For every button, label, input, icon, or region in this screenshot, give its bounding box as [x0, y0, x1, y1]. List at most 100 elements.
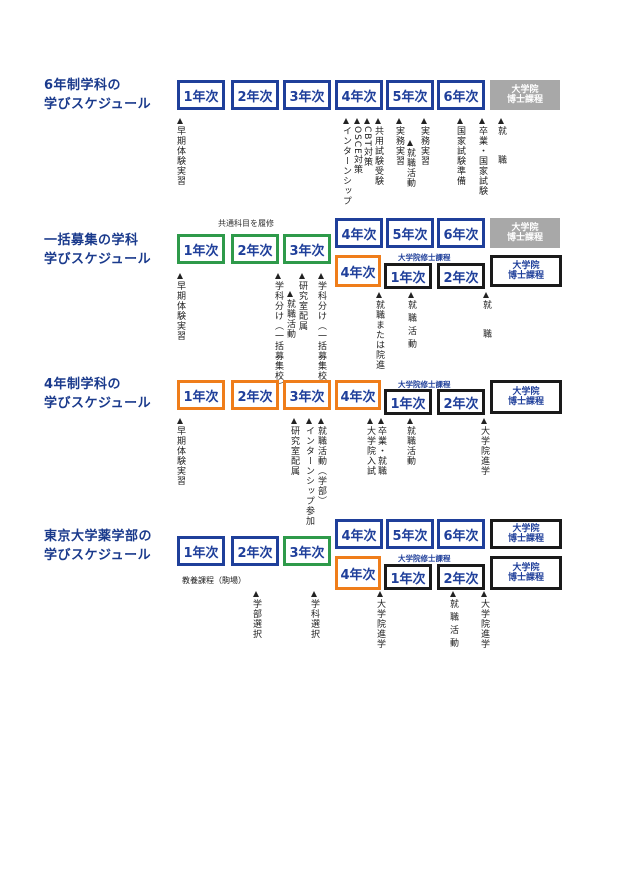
- note-text: 共用試験受験: [373, 126, 383, 186]
- arrow-icon: [177, 418, 183, 424]
- master-course-header: 大学院修士課程: [398, 380, 451, 389]
- arrow-icon: [408, 292, 414, 298]
- arrow-icon: [407, 140, 413, 146]
- arrow-icon: [481, 418, 487, 424]
- section-title: 6年制学科の 学びスケジュール: [44, 78, 152, 112]
- year-box: 4年次: [335, 556, 381, 590]
- note-text: 就職または院進: [374, 300, 384, 370]
- note-text: 大学院入試: [365, 426, 375, 476]
- year-box: 2年次: [231, 380, 279, 410]
- arrow-icon: [481, 591, 487, 597]
- arrow-icon: [457, 118, 463, 124]
- year-box: 3年次: [283, 80, 331, 110]
- note-text: 大学院進学: [375, 599, 385, 649]
- arrow-icon: [311, 591, 317, 597]
- year-box: 6年次: [437, 218, 485, 248]
- year-box: 4年次: [335, 218, 383, 248]
- arrow-icon: [287, 291, 293, 297]
- year-box: 1年次: [384, 389, 432, 415]
- arrow-icon: [375, 118, 381, 124]
- arrow-icon: [378, 418, 384, 424]
- note-text: 就職: [496, 126, 506, 184]
- note-text: インターンシップ: [341, 126, 351, 206]
- arrow-icon: [367, 418, 373, 424]
- year-box: 4年次: [335, 255, 381, 287]
- year-box: 2年次: [437, 389, 485, 415]
- arrow-icon: [377, 591, 383, 597]
- note-text: 大学院進学: [479, 599, 489, 649]
- year-box: 5年次: [386, 218, 434, 248]
- arrow-icon: [343, 118, 349, 124]
- note-text: 学部選択: [251, 599, 261, 639]
- arrow-icon: [479, 118, 485, 124]
- note-text: 学科分け（一括募集校）: [273, 281, 283, 391]
- arrow-icon: [483, 292, 489, 298]
- year-box: 2年次: [231, 536, 279, 566]
- year-box: 3年次: [283, 380, 331, 410]
- arrow-icon: [253, 591, 259, 597]
- note-text: 就職活動: [405, 426, 415, 466]
- arrow-icon: [275, 273, 281, 279]
- arrow-icon: [450, 591, 456, 597]
- section-title: 4年制学科の 学びスケジュール: [44, 377, 152, 411]
- year-box: 1年次: [177, 234, 225, 264]
- note-text: 早期体験実習: [175, 126, 185, 186]
- master-course-header: 大学院修士課程: [398, 554, 451, 563]
- arrow-icon: [318, 273, 324, 279]
- note-text: 卒業・就職: [376, 426, 386, 476]
- note-text: CBT対策: [362, 126, 372, 167]
- note-text: インターンシップ参加: [304, 426, 314, 526]
- year-box: 1年次: [384, 263, 432, 289]
- year-box: 2年次: [437, 564, 485, 590]
- year-box: 2年次: [231, 234, 279, 264]
- year-box: 2年次: [231, 80, 279, 110]
- arrow-icon: [421, 118, 427, 124]
- master-course-header: 大学院修士課程: [398, 253, 451, 262]
- arrow-icon: [318, 418, 324, 424]
- year-box: 6年次: [437, 80, 485, 110]
- grad-doctor-box: 大学院 博士課程: [490, 80, 560, 110]
- year-box: 4年次: [335, 519, 383, 549]
- note-text: 就職活動: [285, 299, 295, 339]
- grad-doctor-box: 大学院 博士課程: [490, 255, 562, 287]
- note-text: 早期体験実習: [175, 281, 185, 341]
- note-text: 国家試験準備: [455, 126, 465, 186]
- section-title: 一括募集の学科 学びスケジュール: [44, 233, 152, 267]
- arrow-icon: [364, 118, 370, 124]
- note-text: OSCE対策: [352, 126, 362, 175]
- year-box: 2年次: [437, 263, 485, 289]
- note-text: 就職活動: [405, 148, 415, 188]
- note-text: 早期体験実習: [175, 426, 185, 486]
- year-box: 1年次: [177, 80, 225, 110]
- year-box: 6年次: [437, 519, 485, 549]
- year-box: 4年次: [335, 80, 383, 110]
- note-text: 就職活動（学部）: [316, 426, 326, 506]
- arrow-icon: [498, 118, 504, 124]
- grad-doctor-box: 大学院 博士課程: [490, 556, 562, 590]
- grad-doctor-box: 大学院 博士課程: [490, 218, 560, 248]
- note-text: 卒業・国家試験: [477, 126, 487, 196]
- note-text: 学科分け（一括募集校）: [316, 281, 326, 391]
- note-text: 大学院進学: [479, 426, 489, 476]
- arrow-icon: [354, 118, 360, 124]
- arrow-icon: [299, 273, 305, 279]
- year-box: 3年次: [283, 536, 331, 566]
- section-title: 東京大学薬学部の 学びスケジュール: [44, 529, 153, 563]
- liberal-arts-note: 教養課程（駒場）: [182, 576, 246, 585]
- note-text: 就職: [481, 300, 491, 358]
- arrow-icon: [376, 292, 382, 298]
- arrow-icon: [306, 418, 312, 424]
- grad-doctor-box: 大学院 博士課程: [490, 380, 562, 414]
- grad-doctor-box: 大学院 博士課程: [490, 519, 562, 549]
- note-text: 実務実習: [419, 126, 429, 166]
- common-subjects-header: 共通科目を履修: [218, 219, 274, 228]
- year-box: 4年次: [335, 380, 381, 410]
- note-text: 研究室配属: [289, 426, 299, 476]
- year-box: 1年次: [177, 536, 225, 566]
- year-box: 3年次: [283, 234, 331, 264]
- arrow-icon: [177, 118, 183, 124]
- arrow-icon: [407, 418, 413, 424]
- year-box: 5年次: [386, 80, 434, 110]
- year-box: 1年次: [384, 564, 432, 590]
